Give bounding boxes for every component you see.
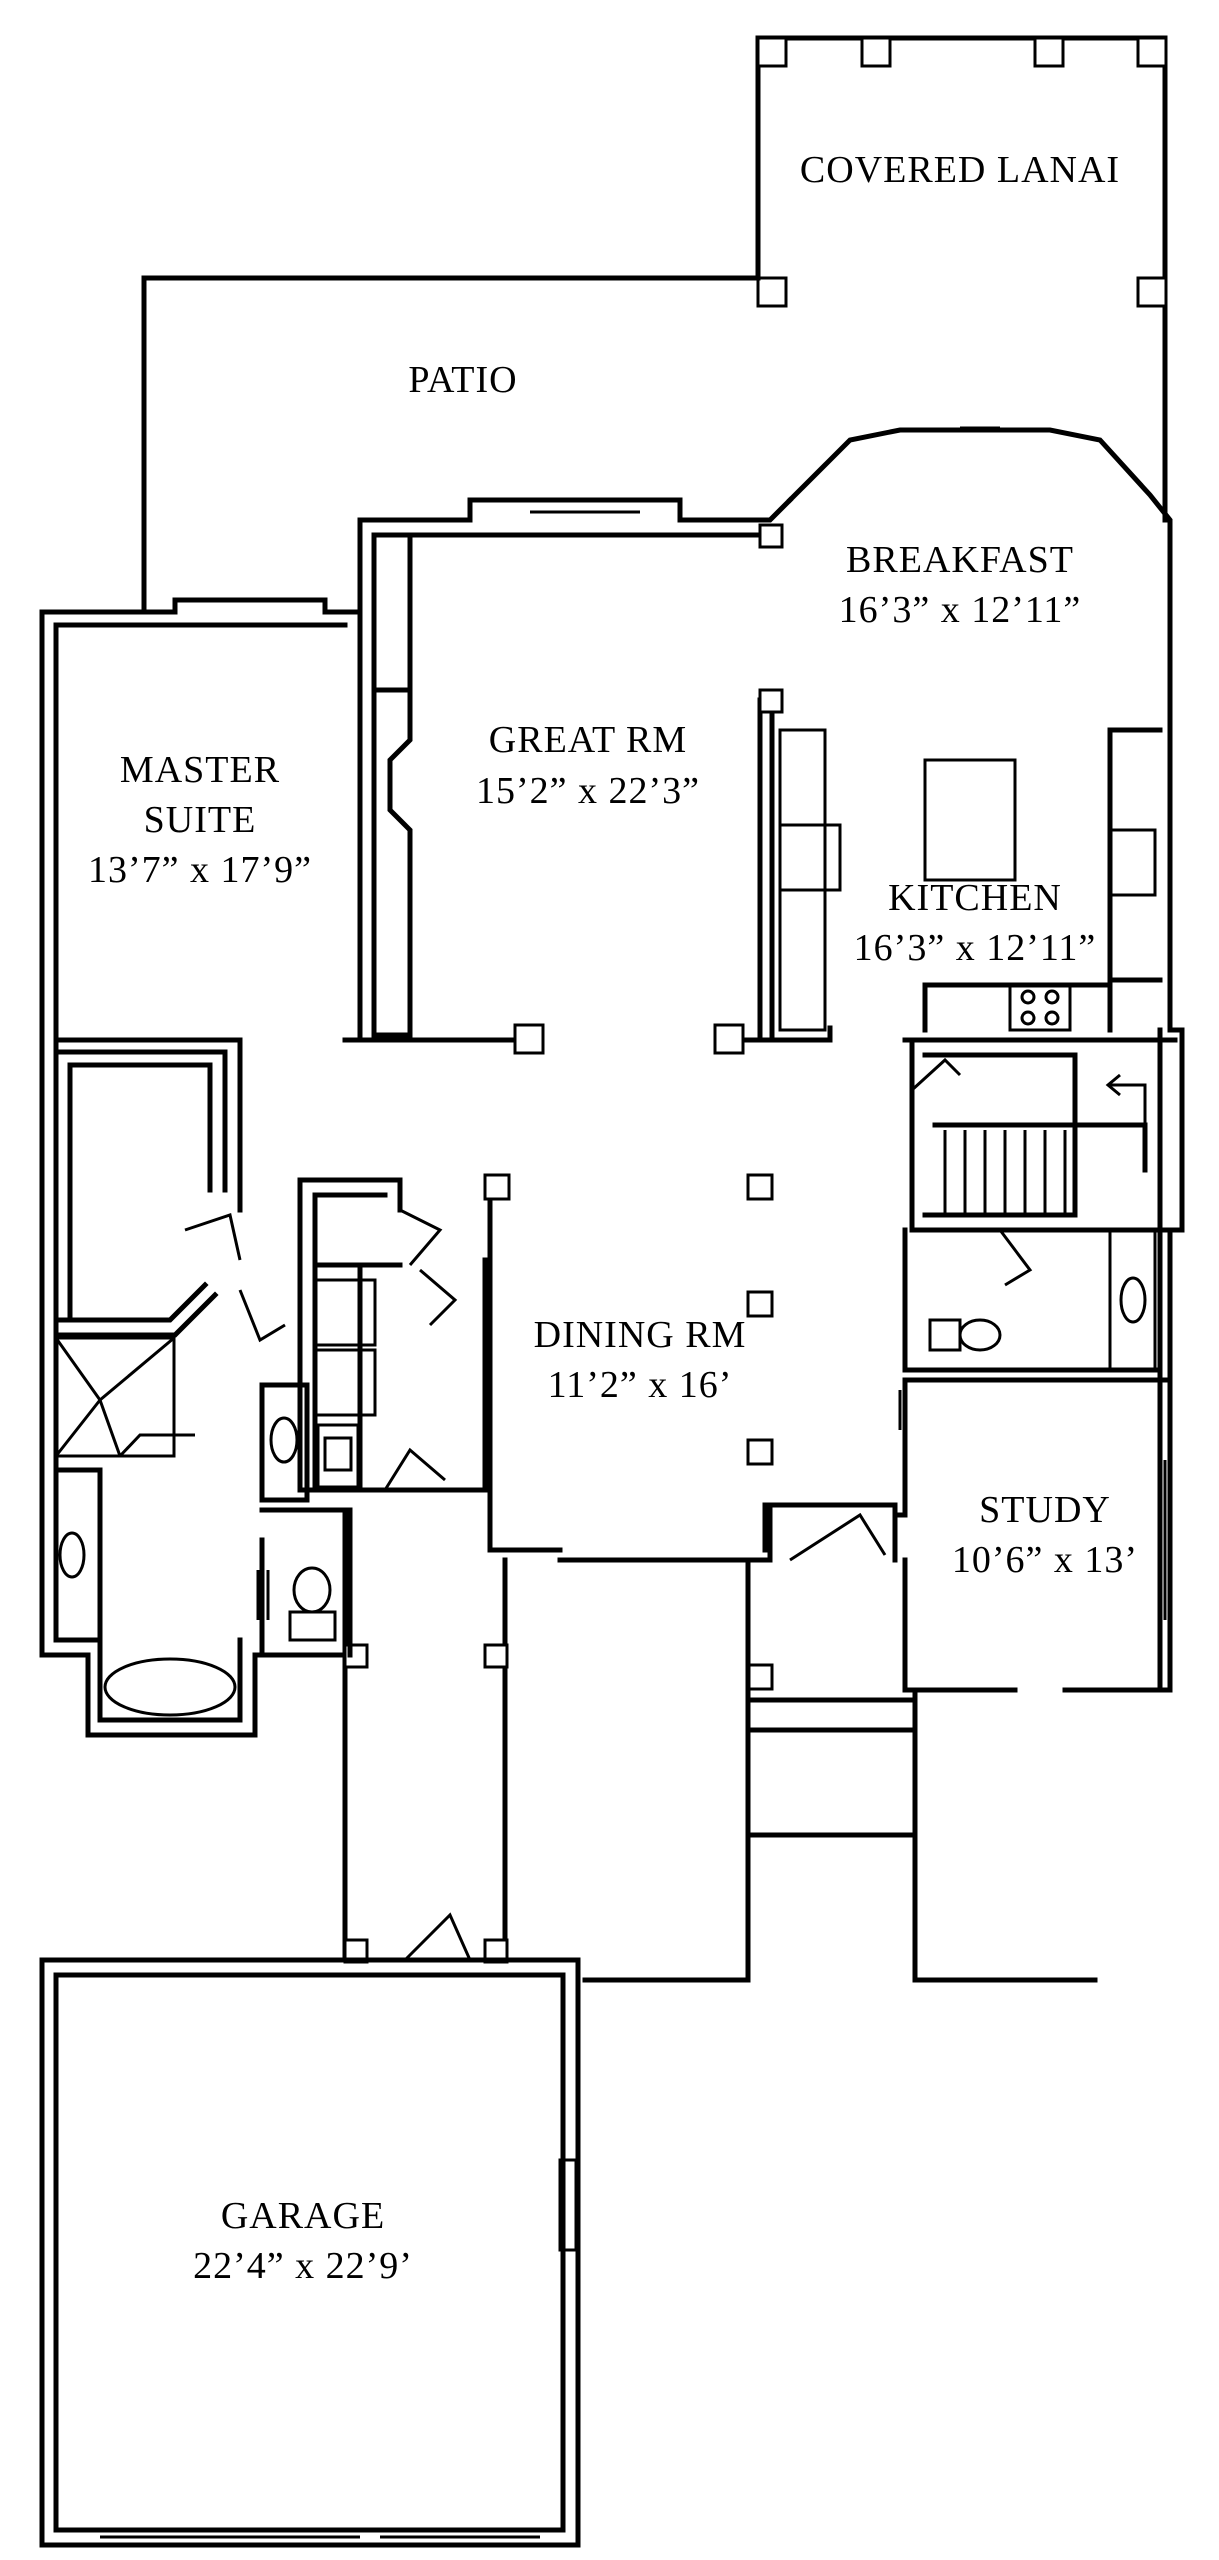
room-label-kitchen: KITCHEN 16’3” x 12’11” [854,877,1097,969]
patio-outline [141,275,761,615]
garage-name: GARAGE [221,2195,385,2237]
room-label-patio: PATIO [408,359,517,401]
great-rm-name: GREAT RM [489,719,687,761]
breakfast-name: BREAKFAST [846,539,1074,581]
patio-name: PATIO [408,359,517,401]
column-post [483,1173,511,1201]
column-post [746,1663,774,1691]
master-suite-dims: 13’7” x 17’9” [88,849,312,891]
study-name: STUDY [979,1489,1111,1531]
covered-lanai-name: COVERED LANAI [800,149,1120,191]
room-label-dining-rm: DINING RM 11’2” x 16’ [534,1314,747,1406]
room-label-breakfast: BREAKFAST 16’3” x 12’11” [839,539,1082,631]
room-label-study: STUDY 10’6” x 13’ [952,1489,1138,1581]
column-post [746,1173,774,1201]
covered-lanai-outline [755,35,1168,523]
column-post [713,1023,745,1055]
cooktop [1008,983,1072,1032]
kitchen-fixtures [778,727,1178,1043]
dining-rm-dims: 11’2” x 16’ [548,1364,733,1406]
garage-dims: 22’4” x 22’9’ [193,2245,413,2287]
breakfast-dims: 16’3” x 12’11” [839,589,1082,631]
room-label-great-rm: GREAT RM 15’2” x 22’3” [476,719,700,812]
column-post [513,1023,545,1055]
master-suite-name-line1: MASTER [120,749,280,791]
master-suite-name-line2: SUITE [144,799,257,841]
room-label-master-suite: MASTER SUITE 13’7” x 17’9” [88,749,312,891]
master-bath [53,1037,353,1717]
kitchen-name: KITCHEN [888,877,1062,919]
column-post [746,1438,774,1466]
kitchen-island [923,758,1017,882]
column-post [758,688,784,714]
stair-core [898,1037,1183,1430]
column-post [746,1290,774,1318]
laundry-closets [297,1177,509,1964]
study-dims: 10’6” x 13’ [952,1539,1138,1581]
dining-entry-walls [483,1173,1098,1983]
great-rm-dims: 15’2” x 22’3” [476,770,700,812]
garage-walls [39,1957,581,2548]
column-post [758,523,784,549]
kitchen-dims: 16’3” x 12’11” [854,927,1097,969]
dining-rm-name: DINING RM [534,1314,747,1356]
great-room-walls [342,523,833,1055]
room-label-garage: GARAGE 22’4” x 22’9’ [193,2195,413,2287]
study-walls [762,1377,1173,1563]
room-label-covered-lanai: COVERED LANAI [800,149,1120,191]
